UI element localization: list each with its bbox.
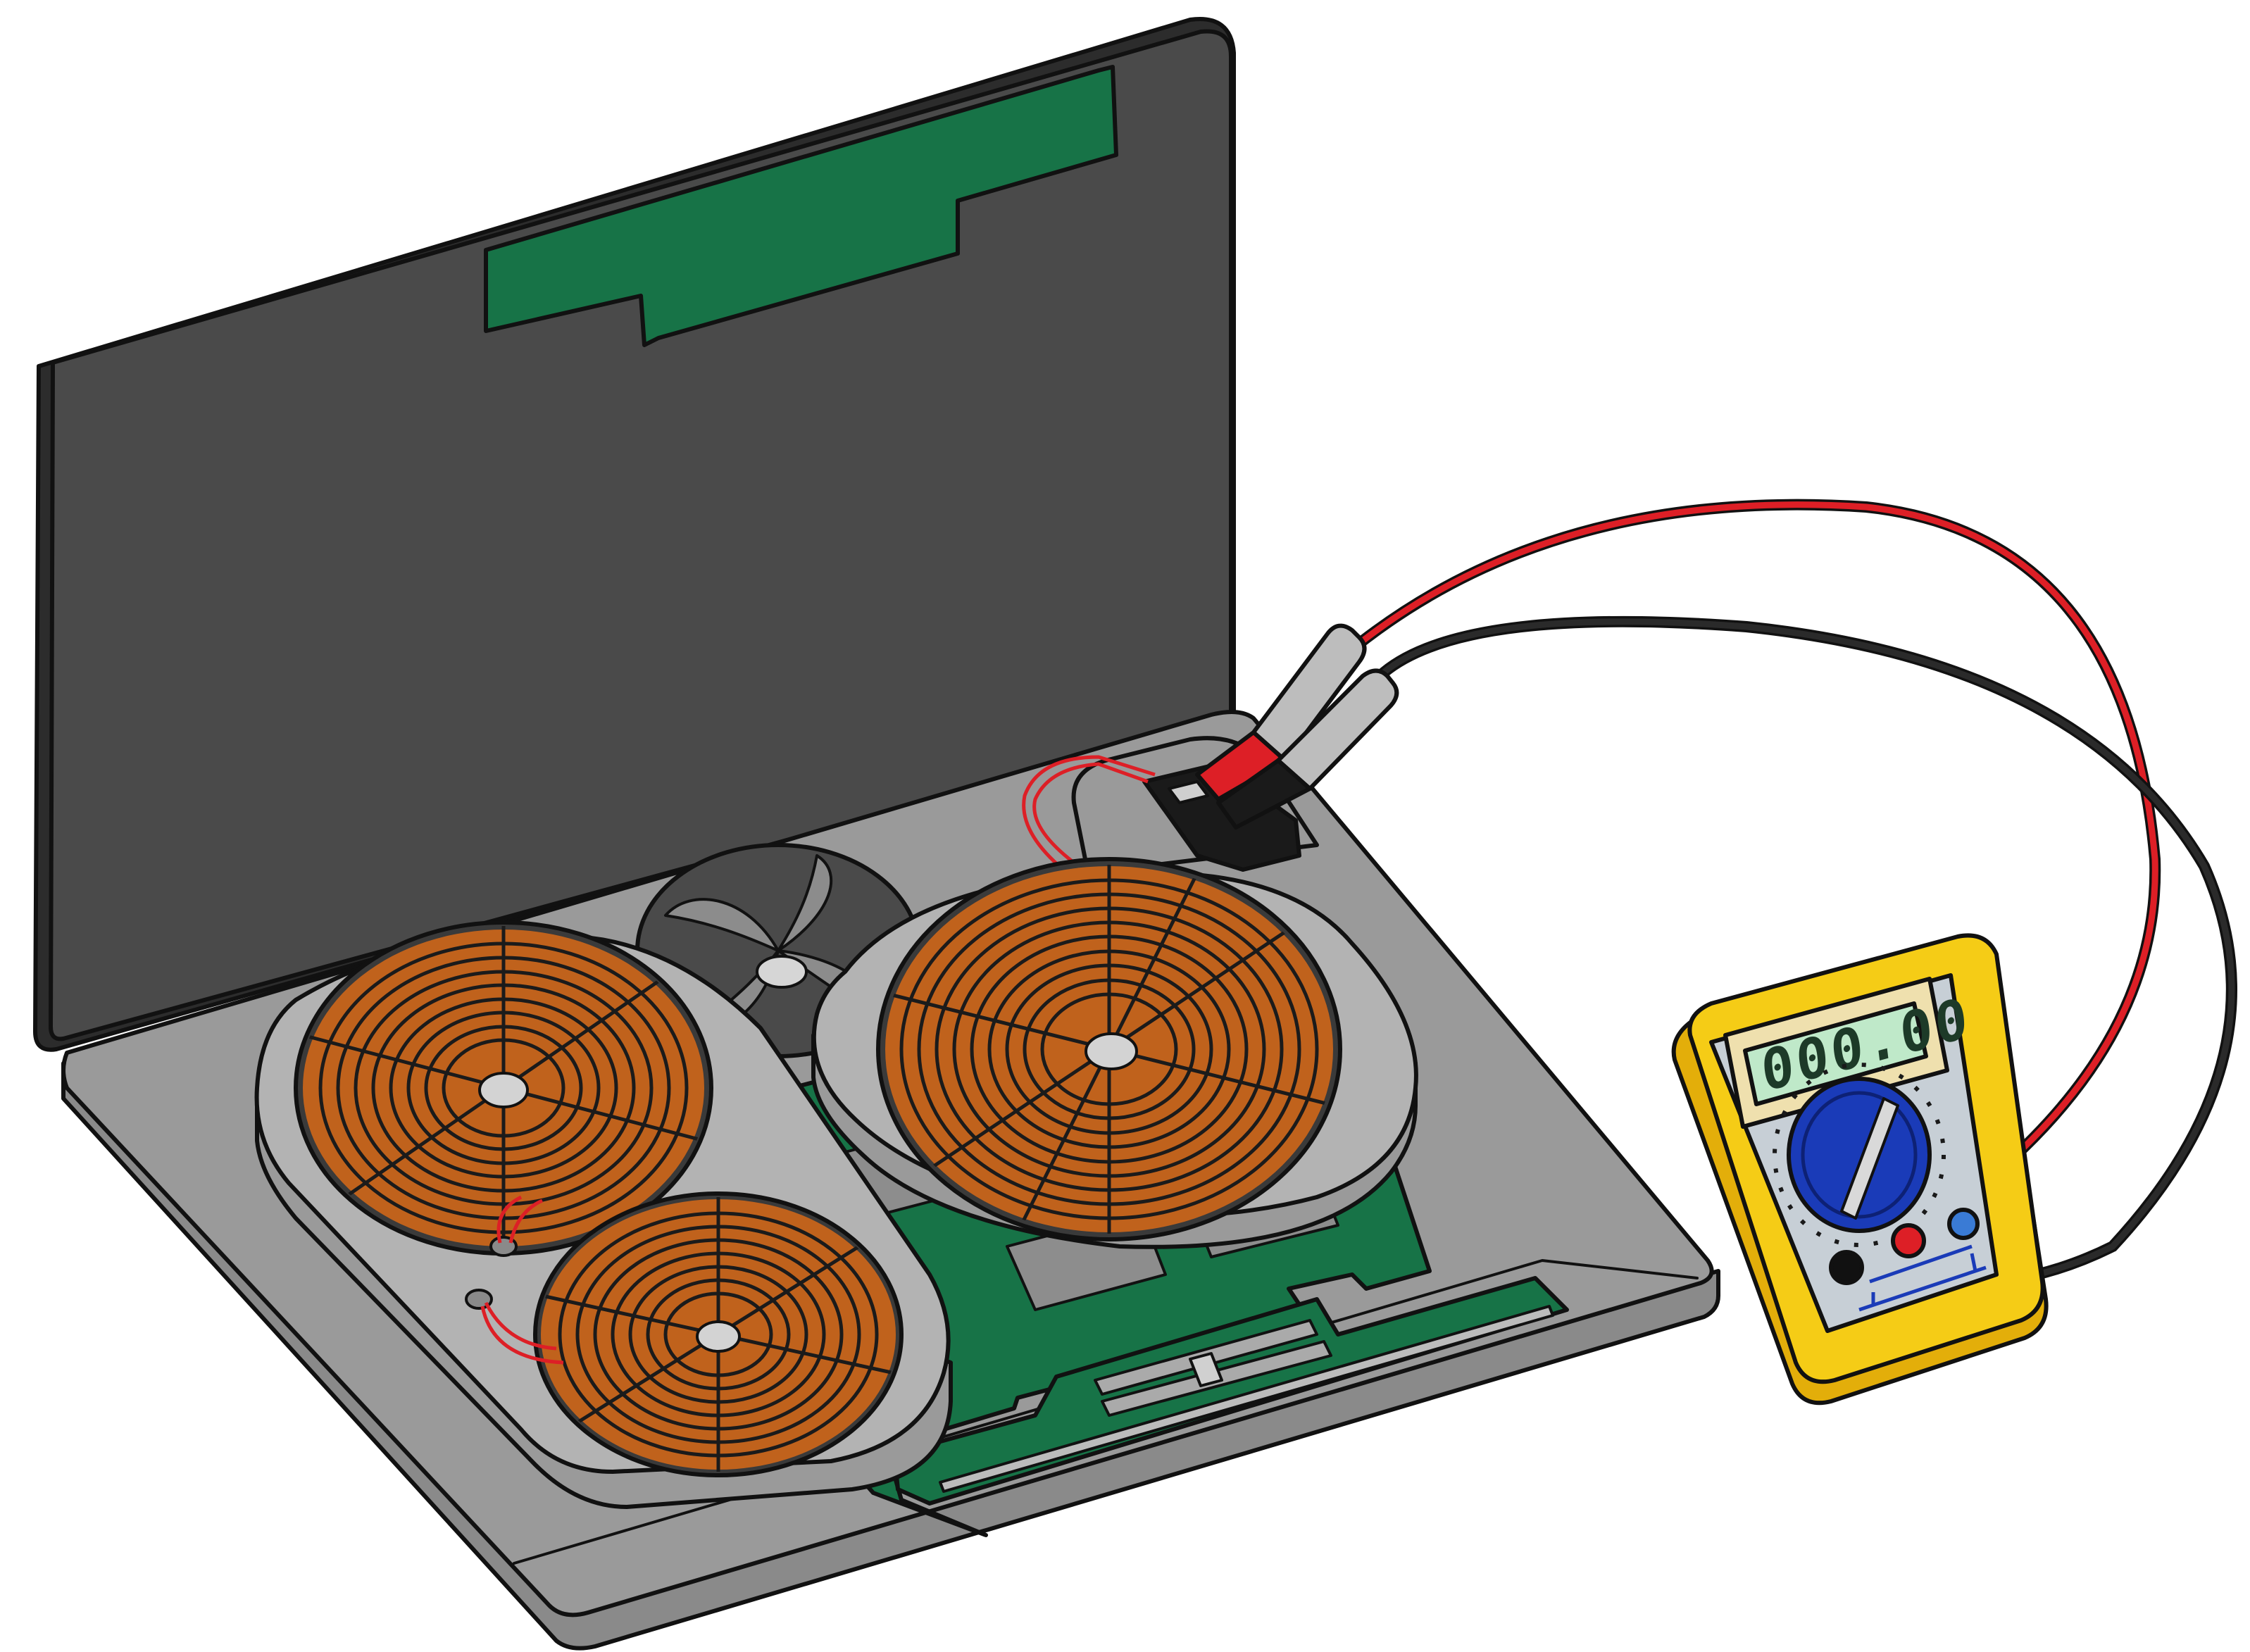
dial-tick-ring [1773, 1063, 1946, 1247]
jack-volt-ohm[interactable] [1891, 1223, 1926, 1258]
coil-a-center [478, 1072, 529, 1108]
lead-wire-2 [508, 1199, 544, 1244]
black-probe-body [1276, 668, 1399, 791]
coil-b-center [1085, 1032, 1138, 1070]
cooktop-lid [33, 17, 1236, 1052]
black-probe-wire-core [1380, 618, 2235, 1288]
coil-lead-wire [1032, 762, 1149, 864]
induction-coil-icon [533, 1191, 904, 1477]
dial-pointer [1840, 1097, 1899, 1220]
fan-blade-2 [777, 854, 833, 952]
fan-blade-1 [664, 898, 780, 952]
red-probe [1195, 623, 1367, 801]
lead-wire-1 [496, 1195, 523, 1244]
terminal-contact-1 [1168, 780, 1209, 804]
lid-board-window [484, 65, 1118, 347]
coil-lead-wire-2 [1022, 755, 1156, 871]
black-probe [1216, 668, 1399, 830]
red-probe-wire-core [1342, 501, 2158, 1243]
multimeter: 000.00 [1671, 933, 2049, 1406]
black-probe-tip [1216, 758, 1312, 830]
dial-knob-inner [1801, 1091, 1918, 1219]
coil-c-center [696, 1320, 741, 1353]
left-plate-leads [465, 1195, 564, 1365]
rotary-dial-icon[interactable] [1773, 1063, 1946, 1247]
board-connector-mid [1189, 1352, 1223, 1387]
jack-amp[interactable] [1947, 1208, 1980, 1240]
jack-label-graphic [1858, 1244, 1987, 1312]
fan-hub [756, 955, 808, 989]
multimeter-lcd [1743, 1001, 1928, 1106]
board-slot [939, 1305, 1554, 1493]
lead-wire-3 [484, 1301, 557, 1351]
probe-wires [1339, 499, 2237, 1290]
induction-coil-icon [876, 857, 1342, 1241]
lid-face [49, 29, 1233, 1041]
jack-common[interactable] [1829, 1250, 1864, 1285]
red-probe-body [1251, 623, 1367, 763]
induction-coil-icon [294, 920, 713, 1256]
lead-wire-4 [480, 1306, 564, 1365]
